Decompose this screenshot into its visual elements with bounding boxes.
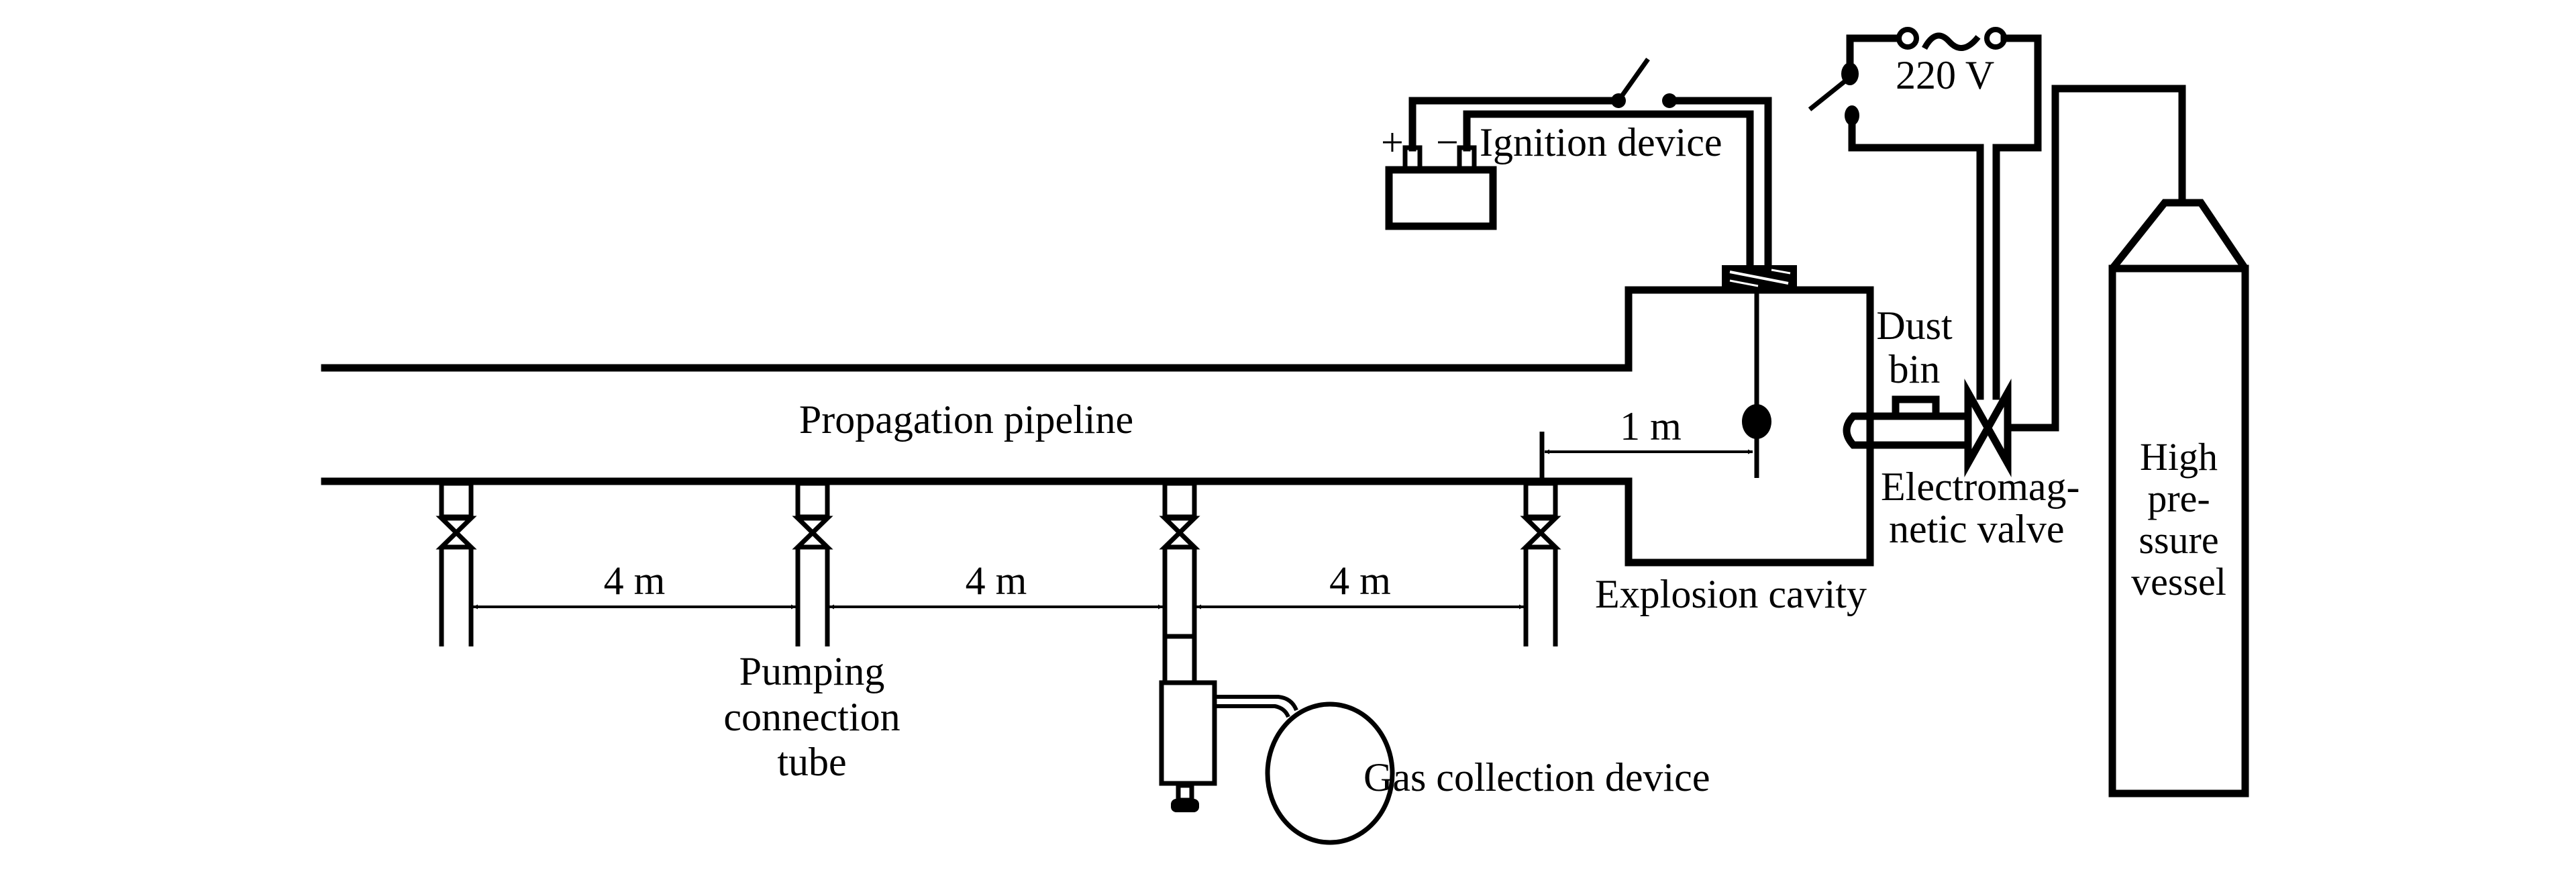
dimension-label: 4 m	[604, 559, 666, 603]
vessel-label-3: ssure	[2139, 518, 2218, 562]
ignition-head	[1742, 404, 1771, 439]
wire-minus	[1463, 110, 1754, 269]
battery-minus-sign: −	[1436, 120, 1459, 164]
tube-valve-icon[interactable]	[1159, 516, 1200, 550]
ac-terminal	[1896, 27, 1919, 50]
ac-source-icon	[1922, 32, 1981, 51]
high-pressure-vessel	[2108, 199, 2249, 797]
wire-plus	[1408, 97, 1620, 152]
gas-sampler-knob[interactable]	[1171, 799, 1199, 812]
tube-upper-segment	[1162, 481, 1197, 520]
dust-bin-label-1: Dust	[1876, 303, 1953, 348]
plug-hatch	[1771, 269, 1791, 275]
tube-upper-segment	[439, 481, 474, 520]
pumping-connection-tubes	[435, 481, 1561, 683]
pumping-tube-label-3: tube	[777, 740, 846, 784]
battery-plus-sign: +	[1381, 120, 1404, 164]
dust-bin	[1892, 395, 1940, 420]
dust-bin-label-2: bin	[1889, 347, 1941, 391]
cavity-outline	[1625, 286, 1874, 567]
gas-sampler-stem	[1176, 783, 1194, 803]
dimension-1m-label: 1 m	[1620, 404, 1682, 448]
gas-hose-bottom	[1216, 704, 1290, 718]
power-circuit	[1808, 27, 2042, 400]
power-switch-blade[interactable]	[1808, 75, 1852, 111]
vessel-label-4: vessel	[2131, 560, 2226, 603]
ignition-electrode	[1722, 265, 1797, 478]
valve-label-2: netic valve	[1889, 507, 2065, 551]
gas-collection-bag	[1265, 701, 1395, 845]
gas-sampler-body	[1159, 680, 1217, 786]
gas-hose-top	[1216, 695, 1298, 712]
wire-plus-to-plug	[1668, 97, 1772, 269]
dimension-1m	[1539, 432, 1753, 481]
plug-hatch	[1729, 279, 1759, 287]
valve-label-1: Electromag-	[1881, 465, 2080, 509]
electromagnetic-valve[interactable]	[1964, 378, 2012, 478]
dimension-label: 4 m	[966, 559, 1027, 603]
pumping-tube-label-2: connection	[723, 695, 900, 739]
vessel-supply-line	[2004, 85, 2186, 432]
ignition-circuit	[1385, 57, 1772, 269]
pumping-tube	[1159, 481, 1200, 683]
gas-collection-device	[1159, 680, 1395, 845]
ignition-battery	[1385, 166, 1497, 230]
power-wire-right	[1992, 34, 2042, 400]
dimension-label: 4 m	[1329, 559, 1391, 603]
tube-valve-icon[interactable]	[792, 516, 833, 550]
pumping-tube	[792, 481, 833, 646]
gas-collection-label: Gas collection device	[1363, 755, 1710, 800]
tube-spacing-dimensions: 4 m 4 m 4 m	[473, 559, 1524, 610]
dust-pipe-cap	[1843, 412, 1874, 449]
power-wire-left	[1848, 111, 1984, 400]
propagation-pipeline-label: Propagation pipeline	[799, 397, 1133, 442]
explosion-cavity-label: Explosion cavity	[1595, 572, 1867, 616]
tube-upper-segment	[1523, 481, 1558, 520]
dust-feed	[1843, 85, 2186, 478]
tube-valve-icon[interactable]	[435, 516, 477, 550]
vessel-label-1: High	[2140, 435, 2218, 479]
ignition-switch-blade[interactable]	[1616, 57, 1650, 103]
power-wire-top-left	[1846, 34, 1903, 77]
pumping-tube	[1520, 481, 1561, 646]
tube-valve-icon[interactable]	[1520, 516, 1561, 550]
pumping-tube-label-1: Pumping	[739, 649, 885, 693]
propagation-pipeline	[321, 364, 1633, 485]
explosion-cavity	[1625, 286, 1874, 567]
voltage-label: 220 V	[1896, 53, 1994, 97]
tube-upper-segment	[795, 481, 830, 520]
pumping-tube	[435, 481, 477, 646]
plug-hatch	[1729, 271, 1789, 285]
ignition-device-label: Ignition device	[1480, 120, 1722, 164]
vessel-label-2: pre-	[2147, 477, 2210, 520]
